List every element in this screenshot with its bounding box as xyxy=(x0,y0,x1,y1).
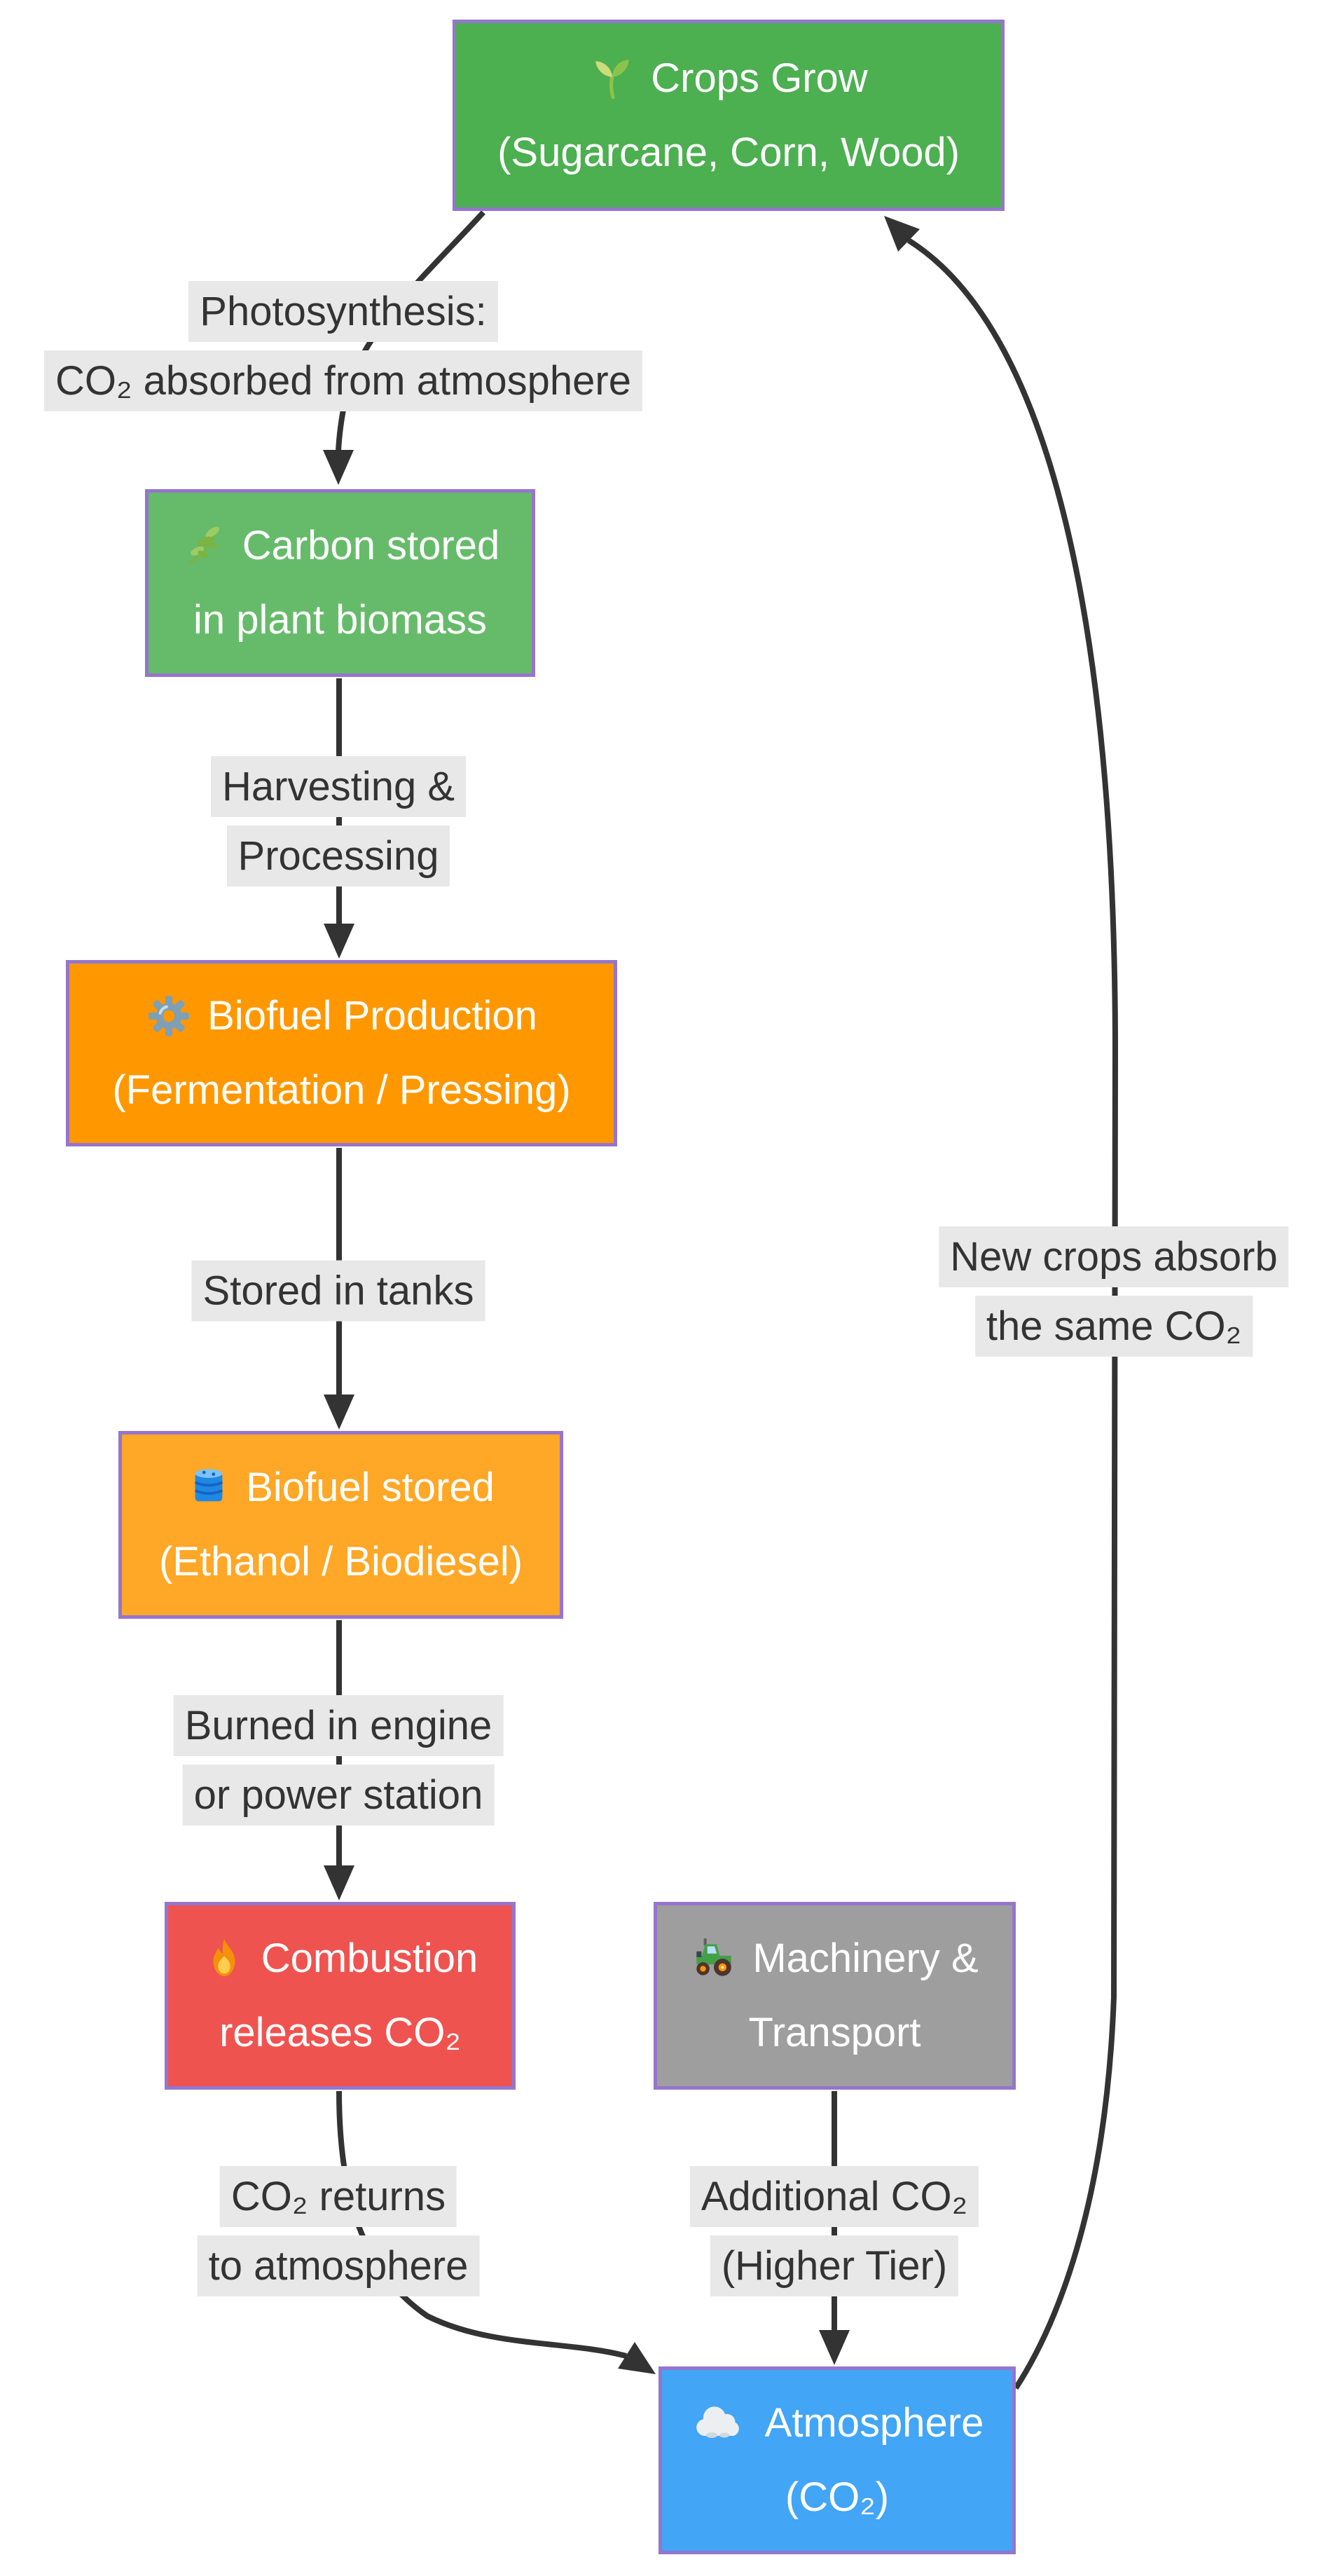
edge-label-line: Harvesting & xyxy=(210,756,467,817)
node-label-line2: (Fermentation / Pressing) xyxy=(112,1067,571,1113)
node-label-line1: Carbon stored xyxy=(242,523,500,569)
edge-label-new-crops-absorb: New crops absorb the same CO₂ xyxy=(939,1222,1289,1361)
fire-icon xyxy=(213,1939,235,1977)
node-label-line1: Crops Grow xyxy=(651,55,868,101)
node-title-row: Machinery & xyxy=(691,1921,979,1996)
edge-label-line: the same CO₂ xyxy=(974,1296,1253,1357)
node-label-line2: in plant biomass xyxy=(193,597,488,643)
herb-icon xyxy=(188,526,219,565)
node-label-line2: (CO₂) xyxy=(785,2474,890,2520)
node-crops-grow: Crops Grow (Sugarcane, Corn, Wood) xyxy=(453,20,1005,211)
tractor-icon xyxy=(696,1938,732,1976)
node-label-line1: Machinery & xyxy=(752,1936,979,1982)
node-title-row: Atmosphere xyxy=(691,2386,984,2460)
node-label-line1: Biofuel Production xyxy=(207,993,537,1039)
arrowhead-production-to-storage xyxy=(324,1395,354,1430)
edge-label-line: Additional CO₂ xyxy=(689,2166,979,2227)
arrowhead-storage-to-combustion xyxy=(324,1865,354,1900)
node-atmosphere-co2: Atmosphere (CO₂) xyxy=(658,2366,1016,2554)
edge-label-photosynthesis: Photosynthesis: CO₂ absorbed from atmosp… xyxy=(44,277,642,416)
gear-icon xyxy=(149,996,189,1037)
node-title-row: Crops Grow xyxy=(589,41,868,116)
edge-label-line: (Higher Tier) xyxy=(710,2235,959,2296)
node-label-line2: Transport xyxy=(748,2010,921,2055)
node-label-line1: Biofuel stored xyxy=(246,1465,495,1511)
edge-label-line: Burned in engine xyxy=(173,1695,504,1756)
node-title-row: Biofuel stored xyxy=(187,1451,495,1525)
node-title-row: Combustion xyxy=(202,1921,478,1996)
edge-label-line: Stored in tanks xyxy=(191,1260,485,1322)
edge-label-burned-in-engine: Burned in engine or power station xyxy=(173,1691,504,1830)
edge-label-stored-in-tanks: Stored in tanks xyxy=(191,1256,485,1326)
edge-label-line: CO₂ returns xyxy=(219,2166,457,2227)
edge-label-co2-returns: CO₂ returns to atmosphere xyxy=(197,2162,480,2301)
node-label-line1: Atmosphere xyxy=(764,2400,984,2446)
edge-label-line: to atmosphere xyxy=(197,2235,480,2296)
node-label-line1: Combustion xyxy=(261,1936,478,1982)
arrowhead-machinery-to-atmosphere xyxy=(819,2330,850,2365)
node-title-row: Carbon stored xyxy=(181,509,500,583)
seedling-icon xyxy=(595,59,630,100)
node-title-row: Biofuel Production xyxy=(146,979,537,1053)
edge-label-line: CO₂ absorbed from atmosphere xyxy=(44,350,642,411)
node-biofuel-production: Biofuel Production (Fermentation / Press… xyxy=(66,960,617,1146)
arrowhead-combustion-to-atmosphere xyxy=(618,2342,656,2374)
node-machinery-transport: Machinery & Transport xyxy=(654,1902,1016,2090)
cloud-icon xyxy=(696,2406,739,2439)
edge-label-additional-co2: Additional CO₂ (Higher Tier) xyxy=(689,2162,979,2301)
edge-label-line: Photosynthesis: xyxy=(188,281,498,342)
node-carbon-stored-biomass: Carbon stored in plant biomass xyxy=(145,489,535,677)
edge-label-harvesting: Harvesting & Processing xyxy=(210,752,467,891)
node-label-line2: (Sugarcane, Corn, Wood) xyxy=(497,129,960,175)
oil-drum-icon xyxy=(195,1469,223,1502)
node-label-line2: releases CO₂ xyxy=(219,2010,461,2055)
edge-label-line: or power station xyxy=(182,1765,495,1825)
edge-label-line: New crops absorb xyxy=(939,1226,1289,1287)
arrowhead-atmosphere-to-crops xyxy=(884,216,920,252)
arrowhead-crops-to-biomass xyxy=(323,450,354,485)
node-biofuel-stored: Biofuel stored (Ethanol / Biodiesel) xyxy=(118,1431,563,1619)
node-label-line2: (Ethanol / Biodiesel) xyxy=(158,1539,523,1584)
arrowhead-biomass-to-production xyxy=(324,924,354,959)
edge-label-line: Processing xyxy=(226,825,450,886)
node-combustion-releases-co2: Combustion releases CO₂ xyxy=(165,1902,516,2090)
